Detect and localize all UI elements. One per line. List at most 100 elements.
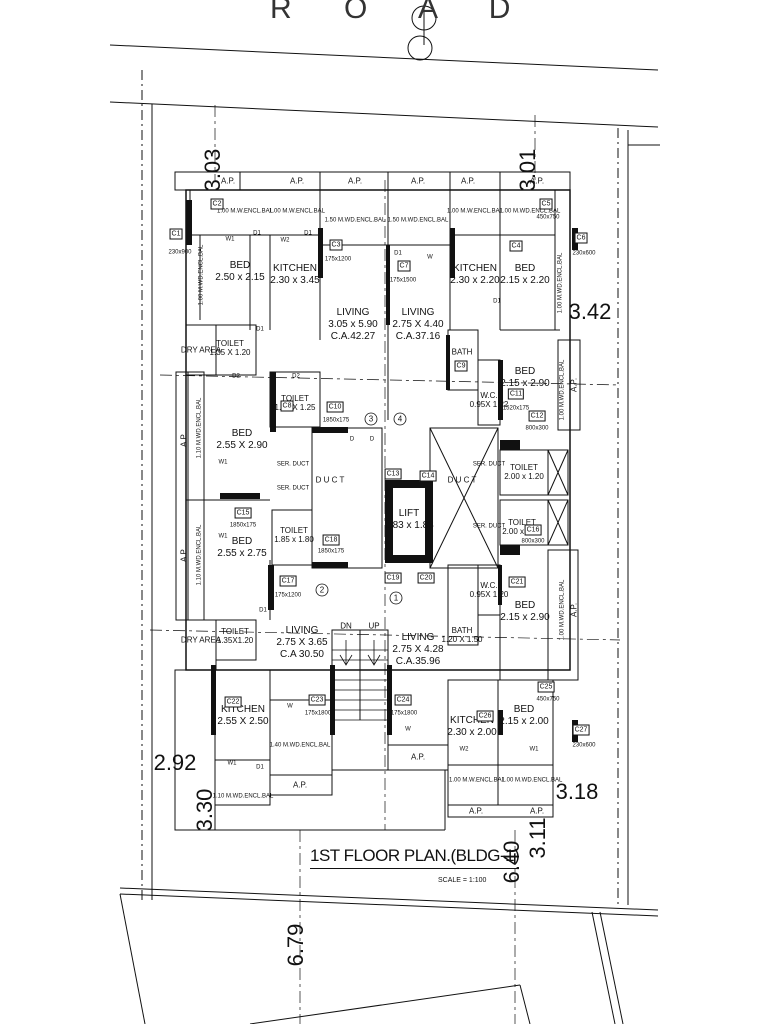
column-tag: C6 (574, 232, 588, 244)
ap-label: A.P. (220, 176, 236, 186)
column-size: 1850x175 (317, 548, 345, 555)
column-tag: C20 (417, 572, 435, 584)
column-tag: C17 (279, 575, 297, 587)
column-size: 175x1500 (389, 277, 417, 284)
column-size: 1520x175 (502, 405, 530, 412)
ap-label: A.P. (569, 602, 579, 618)
column-tag: C16 (524, 524, 542, 536)
room-bath: BATH (451, 347, 473, 357)
column-size: 175x1800 (304, 710, 332, 717)
dimension-label: 3.42 (568, 299, 612, 324)
door-label: D1 (256, 326, 264, 333)
column-tag: C27 (572, 724, 590, 736)
ap-label: A.P. (460, 176, 476, 186)
dimension-label: 6.79 (283, 923, 308, 967)
window-label: W1 (218, 533, 228, 540)
ap-label: A.P. (179, 547, 189, 563)
flat-number: 3 (368, 414, 374, 424)
window-label: W (287, 703, 293, 710)
column-tag: C19 (384, 572, 402, 584)
door-label: D1 (259, 607, 267, 614)
column-tag: C15 (234, 507, 252, 519)
balcony-label: 1.00 M.W.ENCL.BAL (216, 208, 274, 215)
room-wc: W.C.0.95X 1.22 (469, 391, 509, 409)
door-label: D (369, 436, 375, 443)
door-label: D1 (253, 230, 261, 237)
balcony-label: 1.00 M.WD.ENCL.BAL (501, 777, 563, 784)
column-tag: C2 (210, 198, 224, 210)
column-tag: C12 (528, 410, 546, 422)
road-label: R O A D (270, 0, 533, 25)
column-tag: C10 (326, 401, 344, 413)
service-duct: SER. DUCT (472, 461, 506, 468)
balcony-label: 1.10 M.WD.ENCL.BAL (212, 793, 274, 800)
window-label: W2 (280, 237, 290, 244)
ap-label: A.P. (569, 377, 579, 393)
ap-label: A.P. (292, 780, 308, 790)
column-tag: C1 (169, 228, 183, 240)
balcony-label: 1.10 M.WD.ENCL.BAL (196, 397, 203, 459)
column-size: 175x1200 (324, 256, 352, 263)
window-label: W1 (529, 746, 539, 753)
door-label: D1 (394, 250, 402, 257)
stair-down-label: DN (340, 621, 352, 631)
column-size: 450x750 (536, 696, 560, 703)
column-tag: C23 (308, 694, 326, 706)
door-label: D (349, 436, 355, 443)
column-tag: C8 (280, 400, 294, 412)
column-size: 450x750 (536, 214, 560, 221)
door-label: D2 (232, 373, 240, 380)
room-duct: D U C T (315, 475, 345, 485)
ap-label: A.P. (289, 176, 305, 186)
ap-label: A.P. (468, 806, 484, 816)
column-tag: C11 (507, 388, 525, 400)
service-duct: SER. DUCT (472, 523, 506, 530)
ap-label: A.P. (179, 432, 189, 448)
flat-number: 4 (397, 414, 403, 424)
ap-label: A.P. (529, 806, 545, 816)
drawing-title: 1ST FLOOR PLAN.(BLDG-1) (310, 846, 520, 869)
column-size: 800x300 (521, 538, 545, 545)
column-tag: C25 (537, 681, 555, 693)
window-label: W1 (227, 760, 237, 767)
room-dry-area: DRY AREA (180, 635, 222, 645)
ap-label: A.P. (529, 176, 545, 186)
column-tag: C24 (394, 694, 412, 706)
balcony-label: 1.00 M.W.ENCL.BAL (448, 777, 506, 784)
column-tag: C13 (384, 468, 402, 480)
window-label: W2 (459, 746, 469, 753)
column-tag: C5 (539, 198, 553, 210)
balcony-label: 1.00 M.W.ENCL.BAL (446, 208, 504, 215)
balcony-label: 1.00 M.WD.ENCL.BAL (557, 252, 564, 314)
column-size: 230x900 (168, 249, 192, 256)
balcony-label: 1.00 M.WD.ENCL.BAL (198, 244, 205, 306)
balcony-label: 1.50 M.WD.ENCL.BAL (324, 217, 386, 224)
window-label: W1 (218, 459, 228, 466)
door-label: D1 (256, 764, 264, 771)
column-tag: C7 (397, 260, 411, 272)
room-dry-area: DRY AREA (180, 345, 222, 355)
column-size: 175x1800 (390, 710, 418, 717)
column-size: 230x600 (572, 742, 596, 749)
stair-up-label: UP (368, 621, 380, 631)
door-label: D2 (292, 373, 300, 380)
balcony-label: 1.10 M.WD.ENCL.BAL (196, 524, 203, 586)
